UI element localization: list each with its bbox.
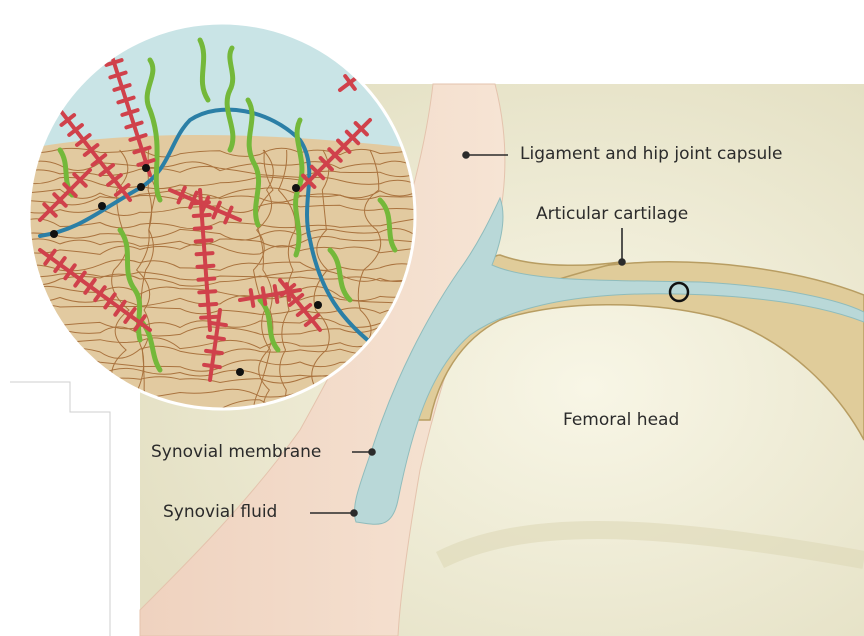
binding-node	[236, 368, 244, 376]
lubricin-bristle	[194, 215, 210, 216]
synovial-membrane-label: Synovial membrane	[151, 444, 321, 461]
lubricin-bristle	[275, 286, 278, 302]
lubricin-bristle	[195, 228, 211, 229]
ligament-leader-dot	[463, 152, 469, 158]
lubricin-bristle	[199, 291, 215, 292]
page-margin	[0, 380, 108, 636]
ligament-label: Ligament and hip joint capsule	[520, 146, 782, 163]
binding-node	[292, 184, 300, 192]
lubricin-bristle	[251, 290, 254, 306]
lubricin-bristle	[365, 61, 375, 74]
lubricin-bristle	[206, 351, 222, 353]
binding-node	[142, 164, 150, 172]
femoral-head-label: Femoral head	[563, 412, 679, 429]
lubricin-bristle	[197, 253, 213, 254]
synovial-fluid-label: Synovial fluid	[163, 504, 277, 521]
lubricin-bristle	[204, 365, 220, 367]
lubricin-bristle	[198, 266, 214, 267]
binding-node	[98, 202, 106, 210]
lubricin-bristle	[208, 337, 224, 339]
lubricin-bristle	[201, 317, 217, 318]
lubricin-bristle	[200, 304, 216, 305]
lubricin-bristle	[198, 279, 214, 280]
binding-node	[50, 230, 58, 238]
binding-node	[314, 301, 322, 309]
articular-cartilage-label: Articular cartilage	[536, 206, 688, 223]
lubricin-bristle	[210, 323, 226, 325]
fluid-leader-dot	[351, 510, 357, 516]
binding-node	[137, 183, 145, 191]
lubricin-bristle	[263, 288, 266, 304]
cartilage-leader-dot	[619, 259, 625, 265]
lubricin-bristle	[196, 240, 212, 241]
membrane-leader-dot	[369, 449, 375, 455]
